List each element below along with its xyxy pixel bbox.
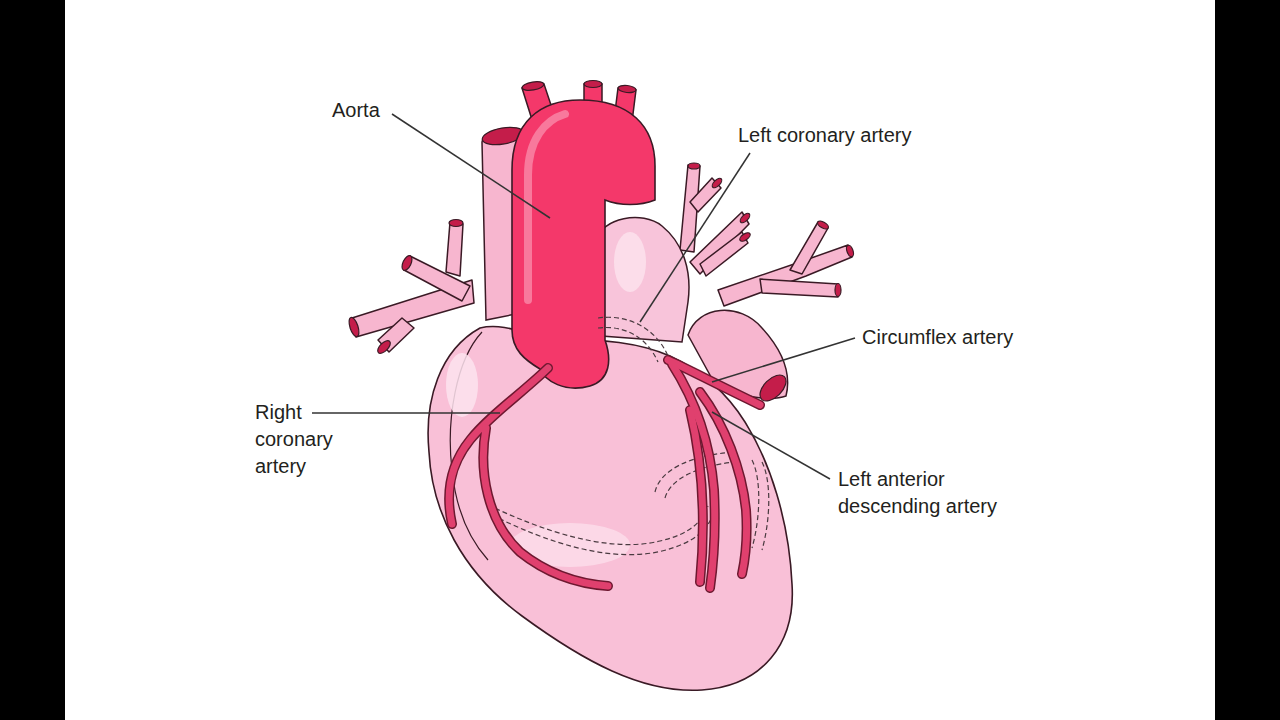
leader-line [640, 153, 750, 322]
leader-line [392, 114, 550, 218]
part-label: Left anterior descending artery [838, 466, 1023, 520]
leader-line [312, 412, 500, 414]
side-bar [1215, 0, 1280, 720]
vessel-opening [449, 220, 463, 227]
vessel-opening [376, 339, 393, 356]
side-bar [0, 0, 65, 720]
aorta [512, 100, 655, 388]
vessel-opening [845, 244, 855, 257]
hidden-vessel [488, 505, 708, 545]
coronary-artery [483, 428, 608, 586]
coronary-artery [690, 410, 703, 582]
vessel-opening [347, 316, 361, 337]
coronary-artery [449, 368, 548, 524]
hidden-vessel [598, 317, 668, 356]
hidden-vessel [598, 327, 658, 362]
highlight [446, 353, 478, 417]
hidden-vessel [762, 462, 769, 550]
heart-outline [428, 327, 792, 691]
leader-line [712, 412, 830, 479]
vessel-opening [400, 254, 414, 272]
pulmonary-vein [760, 279, 838, 297]
vessel-opening [584, 81, 602, 88]
vessel-opening [738, 231, 751, 243]
part-label: Circumflex artery [862, 324, 1013, 351]
vessel-opening [816, 219, 829, 230]
hidden-vessel [492, 512, 714, 555]
coronary-artery [700, 392, 747, 574]
coronary-artery [672, 364, 715, 588]
vessel-opening [521, 80, 544, 92]
part-label: Left coronary artery [738, 122, 911, 149]
coronary-artery [483, 428, 608, 586]
pulmonary-vein [446, 222, 463, 276]
part-label: Aorta [332, 97, 380, 124]
pulmonary-vein [790, 222, 828, 274]
coronary-artery [449, 368, 548, 524]
leader-line [712, 338, 855, 382]
highlight [614, 232, 646, 292]
hidden-vessel [752, 460, 759, 548]
pulmonary-vein [718, 245, 852, 306]
vessel-opening [711, 177, 724, 190]
vessel-opening [835, 284, 841, 297]
vessel-opening [739, 212, 752, 225]
part-label: Right coronary artery [255, 399, 355, 480]
vessel-opening [618, 85, 637, 94]
vessel-opening [688, 163, 700, 169]
